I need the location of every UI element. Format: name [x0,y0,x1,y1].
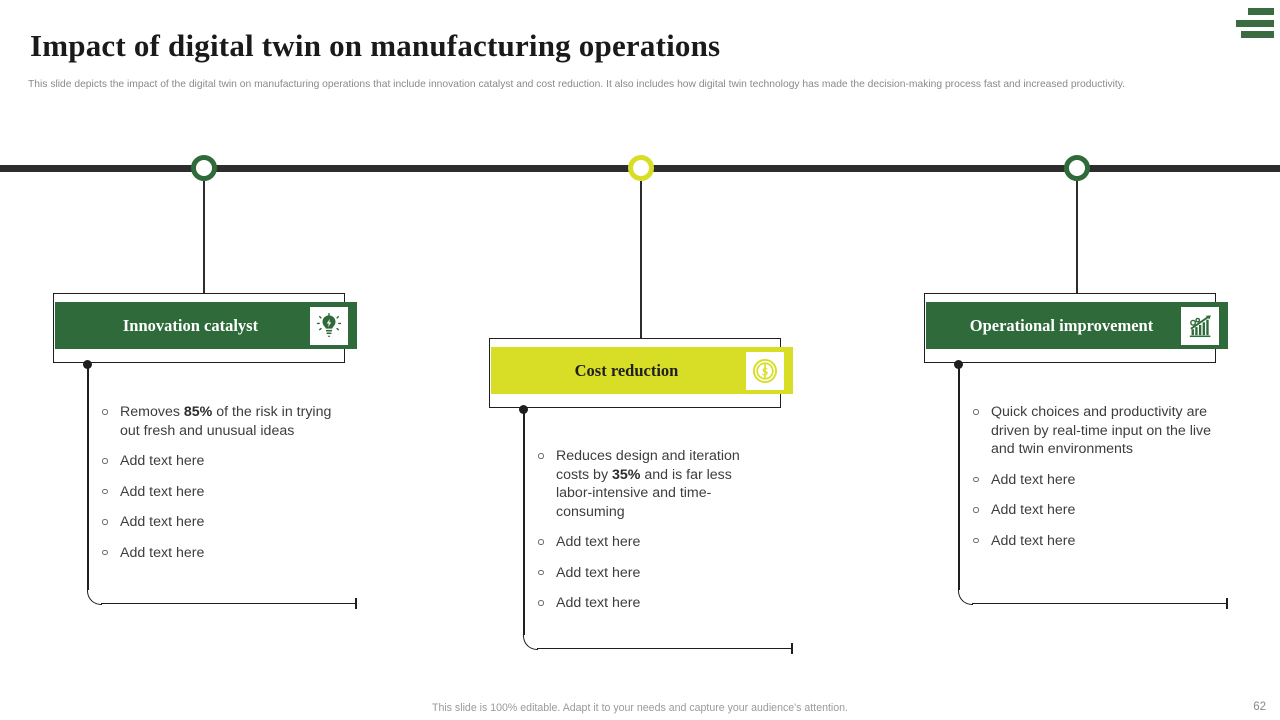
bracket-endtick [791,643,793,654]
bullet-item: Reduces design and iteration costs by 35… [532,447,772,521]
card-innovation-catalyst[interactable]: Innovation catalyst [53,293,357,363]
bracket-hline [537,647,791,649]
card-band-cost-reduction: Cost reduction S [491,347,793,394]
bullet-item: Removes 85% of the risk in trying out fr… [96,403,336,440]
bracket-hline [101,602,355,604]
page-subtitle: This slide depicts the impact of the dig… [28,79,1126,90]
bullet-item: Add text here [967,471,1217,490]
card-cost-reduction[interactable]: Cost reduction S [489,338,793,408]
bullet-item: Add text here [967,501,1217,520]
bullet-item: Add text here [96,452,336,471]
bullet-list-operational-improvement: Quick choices and productivity are drive… [967,403,1217,562]
timeline-node-innovation-catalyst[interactable] [191,155,217,181]
bullet-item: Add text here [532,564,772,583]
bullet-list-innovation-catalyst: Removes 85% of the risk in trying out fr… [96,403,336,574]
card-title-innovation-catalyst: Innovation catalyst [122,315,259,335]
bullet-item: Add text here [967,532,1217,551]
footer-note: This slide is 100% editable. Adapt it to… [431,702,849,714]
page-number: 62 [1253,701,1266,713]
card-title-cost-reduction: Cost reduction [574,360,679,380]
bullet-list-cost-reduction: Reduces design and iteration costs by 35… [532,447,772,625]
page-title: Impact of digital twin on manufacturing … [30,28,721,63]
bracket-endtick [355,598,357,609]
connector-stem-operational-improvement [1076,181,1078,293]
bracket-hline [972,602,1226,604]
card-band-innovation-catalyst: Innovation catalyst [55,302,357,349]
bracket-vline [87,364,89,590]
bullet-item: Add text here [96,544,336,563]
hamburger-bar-3 [1241,31,1274,38]
lightbulb-idea-icon [310,306,348,345]
bullet-item: Quick choices and productivity are drive… [967,403,1217,459]
hamburger-bar-1 [1248,8,1274,15]
bracket-corner [958,590,973,605]
hamburger-menu-icon[interactable] [1234,8,1274,38]
connector-stem-innovation-catalyst [203,181,205,293]
connector-stem-cost-reduction [640,181,642,338]
bullet-item: Add text here [532,594,772,613]
bullet-item: Add text here [96,483,336,502]
bracket-endtick [1226,598,1228,609]
bracket-corner [87,590,102,605]
bracket-vline [958,364,960,590]
card-title-operational-improvement: Operational improvement [969,315,1154,335]
hamburger-bar-2 [1236,19,1274,27]
bullet-item: Add text here [532,533,772,552]
timeline-node-operational-improvement[interactable] [1064,155,1090,181]
bracket-vline [523,409,525,635]
bracket-corner [523,635,538,650]
timeline-node-cost-reduction[interactable] [628,155,654,181]
dollar-coin-icon: S [746,351,784,390]
card-band-operational-improvement: Operational improvement [926,302,1228,349]
card-operational-improvement[interactable]: Operational improvement [924,293,1228,363]
bullet-item: Add text here [96,513,336,532]
growth-chart-icon [1181,306,1219,345]
